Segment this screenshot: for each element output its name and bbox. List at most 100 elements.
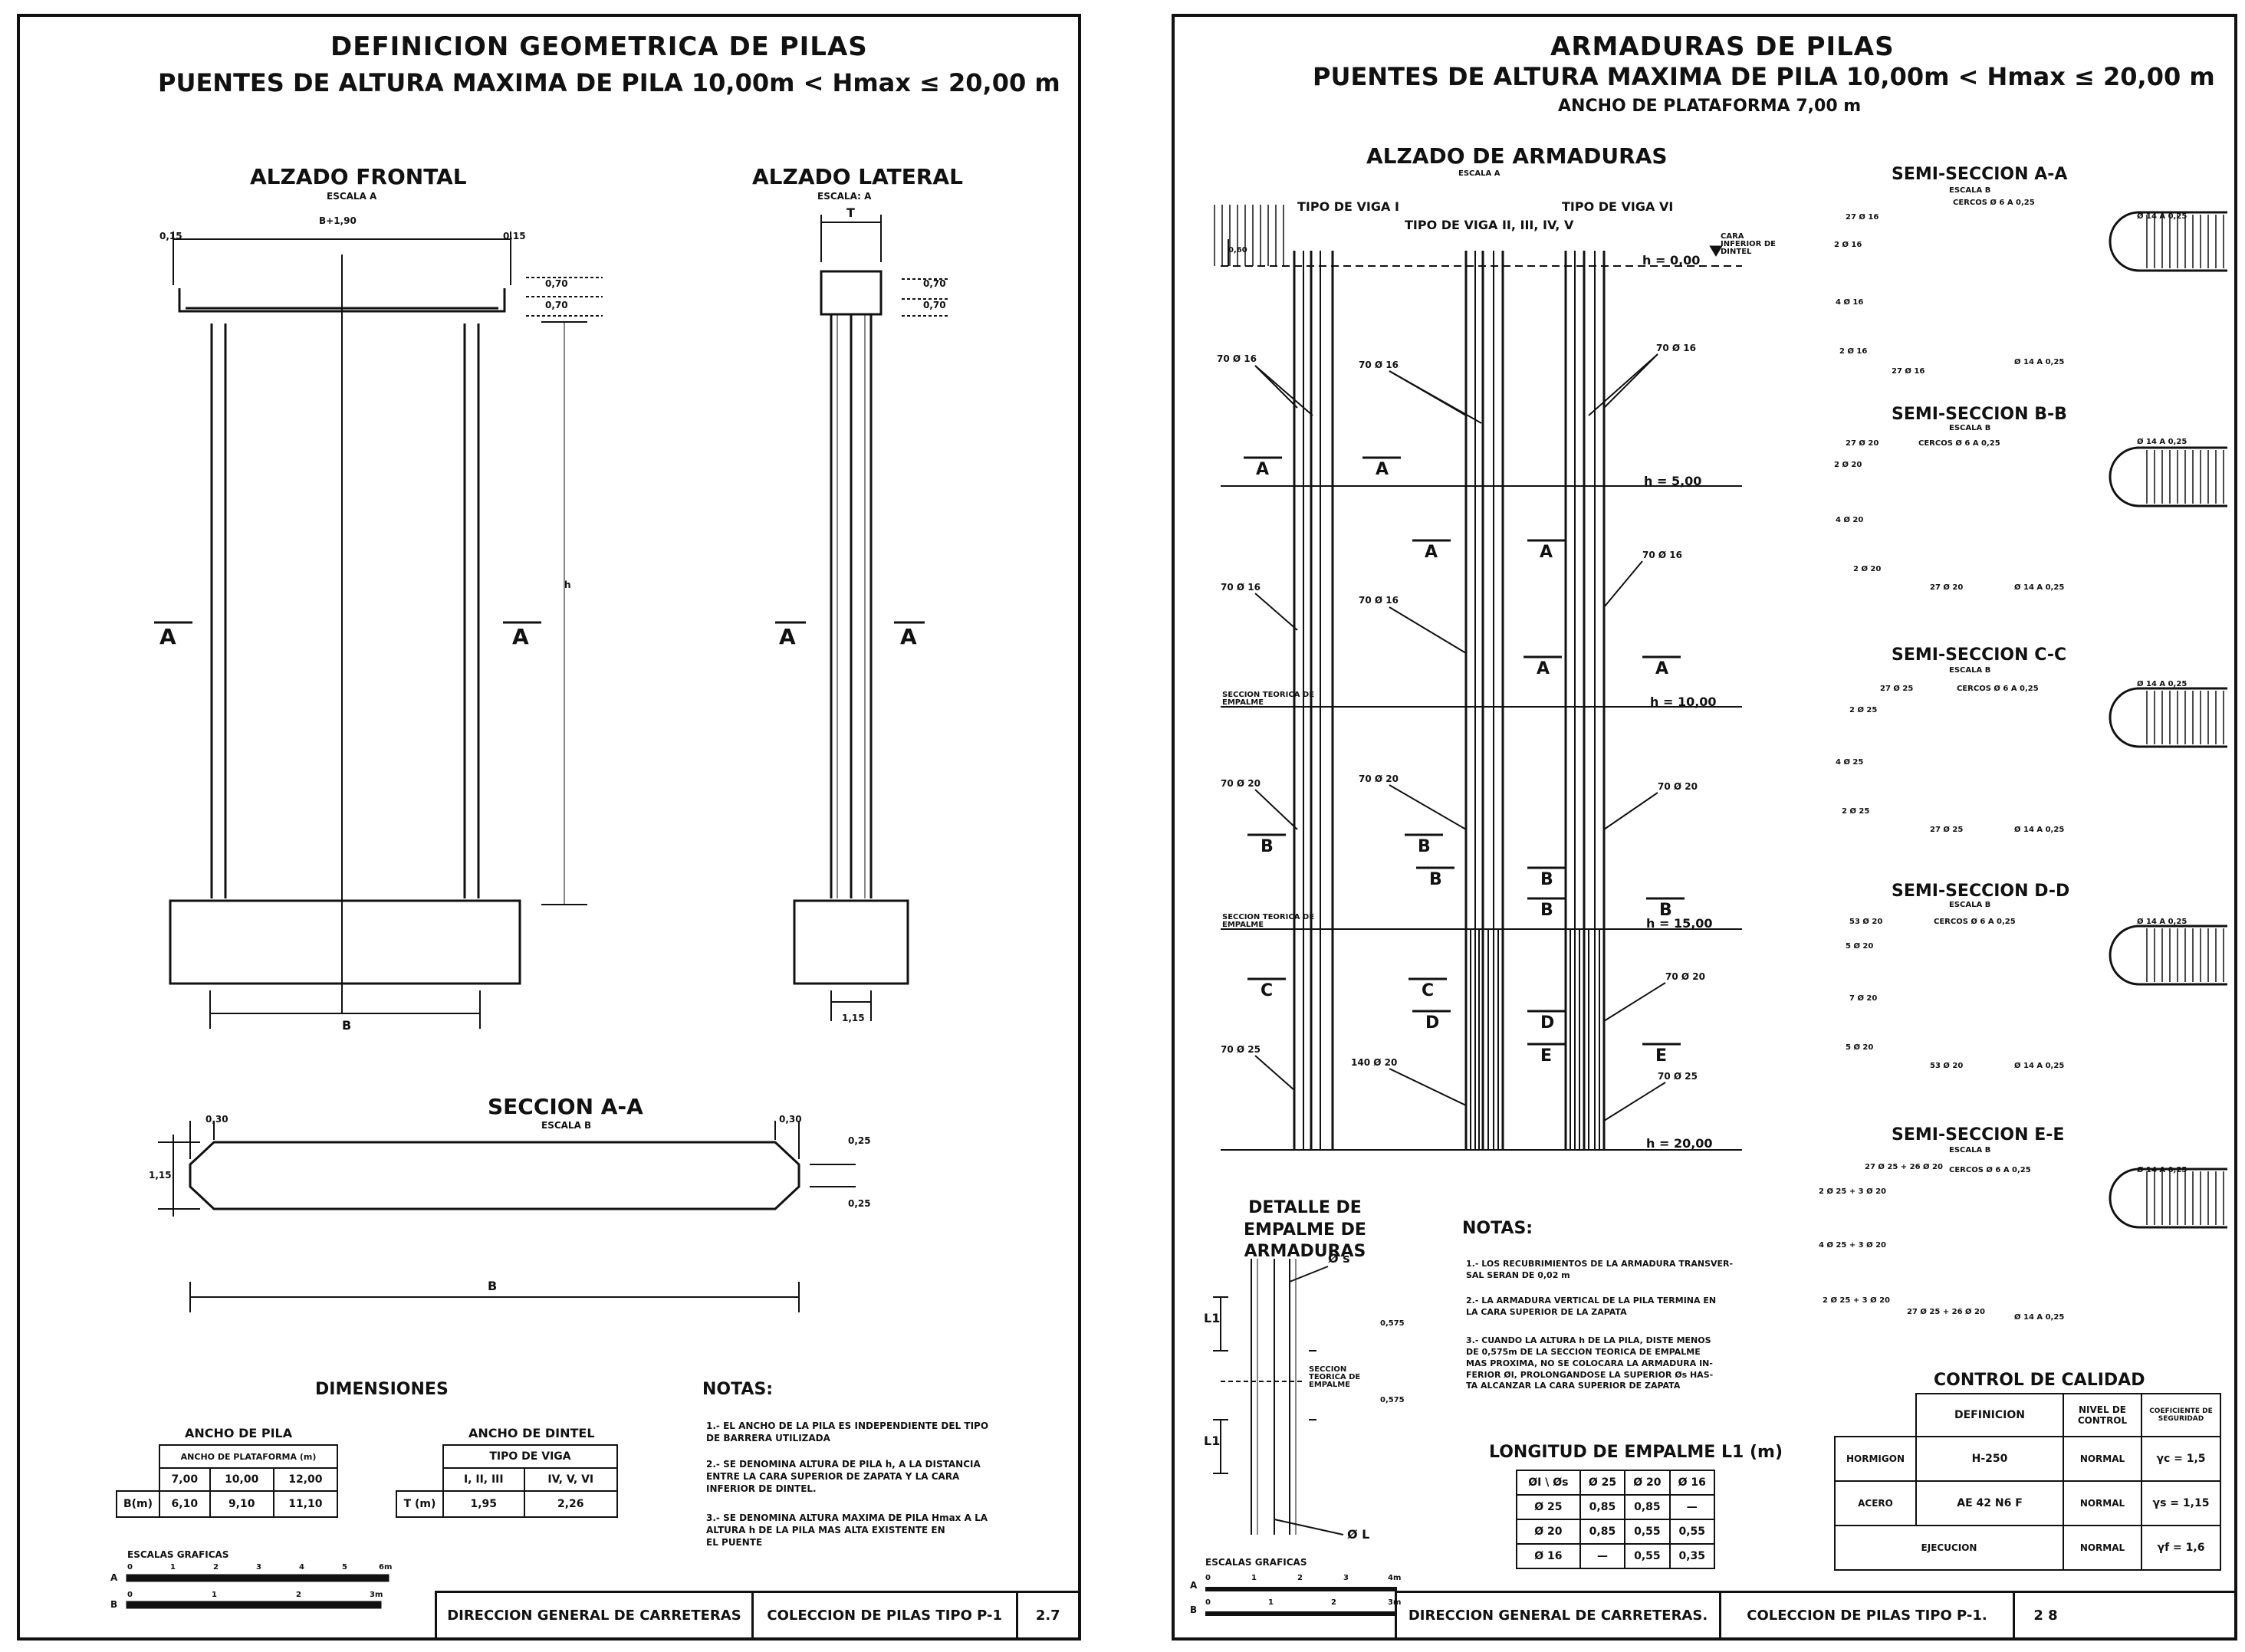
semi-botr-label: Ø 14 A 0,25	[2014, 358, 2065, 366]
scale-tick: 3m	[1388, 1598, 1402, 1607]
semi-botr-label: Ø 14 A 0,25	[2014, 1062, 2065, 1070]
left-footer-org: DIRECCION GENERAL DE CARRETERAS	[437, 1593, 754, 1637]
bar-label: 70 Ø 16	[1221, 582, 1261, 593]
semi-cercos-label: CERCOS Ø 6 A 0,25	[1957, 685, 2039, 693]
dim-115-section: 1,15	[149, 1170, 172, 1181]
semi-l1-label: 2 Ø 25	[1849, 706, 1878, 714]
cut-letter: A	[1540, 543, 1553, 562]
detail-label-0575: 0,575	[1380, 1319, 1405, 1328]
control-cell: γf = 1,6	[2141, 1525, 2221, 1571]
long-cell: 0,55	[1668, 1519, 1716, 1545]
control-cell: ACERO	[1834, 1480, 1917, 1526]
detail-label-l1: L1	[1204, 1434, 1221, 1448]
long-cell: —	[1668, 1494, 1716, 1520]
cut-letter: C	[1261, 981, 1274, 1000]
bar-label: 70 Ø 25	[1221, 1044, 1261, 1055]
scale-tick: 5	[342, 1563, 347, 1572]
semi-l2-label: 4 Ø 25 + 3 Ø 20	[1819, 1241, 1887, 1250]
dim-025-top: 0,25	[848, 1135, 871, 1146]
control-cell: AE 42 N6 F	[1915, 1480, 2064, 1526]
left-scale-b-label: B	[110, 1599, 118, 1610]
long-cell: Ø 20	[1516, 1519, 1581, 1545]
scale-tick: 2	[296, 1591, 301, 1599]
cut-letter: E	[1655, 1046, 1668, 1066]
dim-t-lateral: T	[846, 205, 855, 220]
scale-tick: 4m	[1388, 1574, 1402, 1582]
long-cell: Ø 16	[1516, 1543, 1581, 1569]
ancho-pila-heading: ANCHO DE PILA	[185, 1426, 293, 1440]
viga-cell: IV, V, VI	[523, 1467, 619, 1492]
cut-letter: A	[1655, 659, 1669, 678]
longitud-empalme-heading: LONGITUD DE EMPALME L1 (m)	[1489, 1443, 1783, 1462]
control-cell: EJECUCION	[1834, 1525, 2064, 1571]
control-cell: HORMIGON	[1834, 1436, 1917, 1482]
right-notas-heading: NOTAS:	[1462, 1219, 1533, 1238]
control-cell: NORMAL	[2063, 1525, 2142, 1571]
bar-label: 70 Ø 20	[1658, 781, 1698, 792]
semi-bot-label: 27 Ø 25	[1930, 826, 1964, 834]
semi-l2-label: 4 Ø 16	[1836, 298, 1864, 307]
bar-label: 70 Ø 20	[1359, 773, 1399, 784]
scale-tick: 0	[1205, 1574, 1211, 1582]
bar-label: 70 Ø 16	[1359, 360, 1399, 370]
semi-section-title: SEMI-SECCION E-E	[1892, 1125, 2065, 1145]
control-calidad-heading: CONTROL DE CALIDAD	[1934, 1371, 2145, 1390]
dim-b-section: B	[488, 1279, 498, 1293]
plat-cell: 10,00	[209, 1467, 274, 1492]
bar-label: 70 Ø 16	[1359, 595, 1399, 606]
semi-l2-label: 4 Ø 25	[1836, 758, 1864, 767]
alzado-lateral-scale: ESCALA: A	[817, 191, 872, 202]
level-label: h = 10,00	[1650, 695, 1717, 709]
right-footer-page: 2 8	[2033, 1607, 2058, 1624]
right-drawing-sheet: ARMADURAS DE PILAS PUENTES DE ALTURA MAX…	[1172, 14, 2237, 1641]
semi-bot-label: 27 Ø 20	[1930, 583, 1964, 592]
semi-section-title: SEMI-SECCION A-A	[1892, 165, 2068, 184]
scale-tick: 0	[127, 1591, 133, 1599]
cut-letter: B	[1540, 901, 1553, 920]
seccion-aa-scale: ESCALA B	[541, 1120, 592, 1131]
cut-a-frontal-right: A	[512, 624, 529, 649]
control-cell: γs = 1,15	[2141, 1480, 2221, 1526]
right-scale-a-label: A	[1190, 1580, 1198, 1591]
semi-right-label: Ø 14 A 0,25	[2137, 212, 2187, 221]
semi-cercos-label: CERCOS Ø 6 A 0,25	[1953, 199, 2035, 207]
long-cell: 0,85	[1579, 1494, 1626, 1520]
long-cell: 0,35	[1668, 1543, 1716, 1569]
semi-bot-label: 27 Ø 16	[1892, 367, 1925, 376]
left-note-2: 2.- SE DENOMINA ALTURA DE PILA h, A LA D…	[706, 1459, 981, 1495]
cut-letter: A	[1425, 543, 1438, 562]
detail-label-seccion: SECCION TEORICA DE EMPALME	[1309, 1365, 1361, 1389]
right-note-3: 3.- CUANDO LA ALTURA h DE LA PILA, DISTE…	[1466, 1335, 1714, 1391]
bar-label: 70 Ø 25	[1658, 1071, 1698, 1082]
semi-cercos-label: CERCOS Ø 6 A 0,25	[1949, 1166, 2031, 1174]
alzado-frontal-heading: ALZADO FRONTAL	[250, 164, 467, 189]
b-cell: 9,10	[209, 1490, 274, 1518]
cut-letter: A	[1376, 460, 1389, 479]
level-label: h = 20,00	[1646, 1136, 1713, 1151]
left-subtitle: PUENTES DE ALTURA MAXIMA DE PILA 10,00m …	[158, 68, 1060, 97]
longitud-empalme-table: ØI \ Øs Ø 25 Ø 20 Ø 16 Ø 25 0,85 0,85 — …	[1516, 1470, 1716, 1569]
semi-cercos-label: CERCOS Ø 6 A 0,25	[1934, 918, 2016, 926]
bar-label: 70 Ø 16	[1217, 353, 1257, 364]
b-cell: 11,10	[272, 1490, 339, 1518]
long-cell: 0,55	[1624, 1543, 1671, 1569]
scale-tick: 1	[212, 1591, 217, 1599]
scale-tick: 3m	[370, 1591, 383, 1599]
long-header: Ø 25	[1579, 1470, 1626, 1496]
left-notas-heading: NOTAS:	[702, 1380, 774, 1399]
semi-right-label: Ø 14 A 0,25	[2137, 680, 2187, 688]
ancho-dintel-heading: ANCHO DE DINTEL	[468, 1426, 595, 1440]
dim-115-lateral: 1,15	[842, 1013, 865, 1023]
semi-l3-label: 2 Ø 25 + 3 Ø 20	[1823, 1296, 1891, 1305]
b-row-label: B(m)	[116, 1490, 160, 1518]
left-drawing-lines	[126, 215, 948, 1609]
seccion-teorica-label: SECCION TEORICA DE EMPALME	[1222, 913, 1315, 929]
semi-bot-label: 27 Ø 25 + 26 Ø 20	[1907, 1308, 1985, 1316]
control-cell: NORMAL	[2063, 1480, 2142, 1526]
cut-letter: C	[1422, 981, 1435, 1000]
control-header: NIVEL DE CONTROL	[2063, 1393, 2142, 1437]
detail-label-l1: L1	[1204, 1311, 1221, 1325]
semi-l2-label: 4 Ø 20	[1836, 516, 1864, 524]
scale-tick: 4	[299, 1563, 304, 1572]
left-scale-a-label: A	[110, 1572, 118, 1583]
